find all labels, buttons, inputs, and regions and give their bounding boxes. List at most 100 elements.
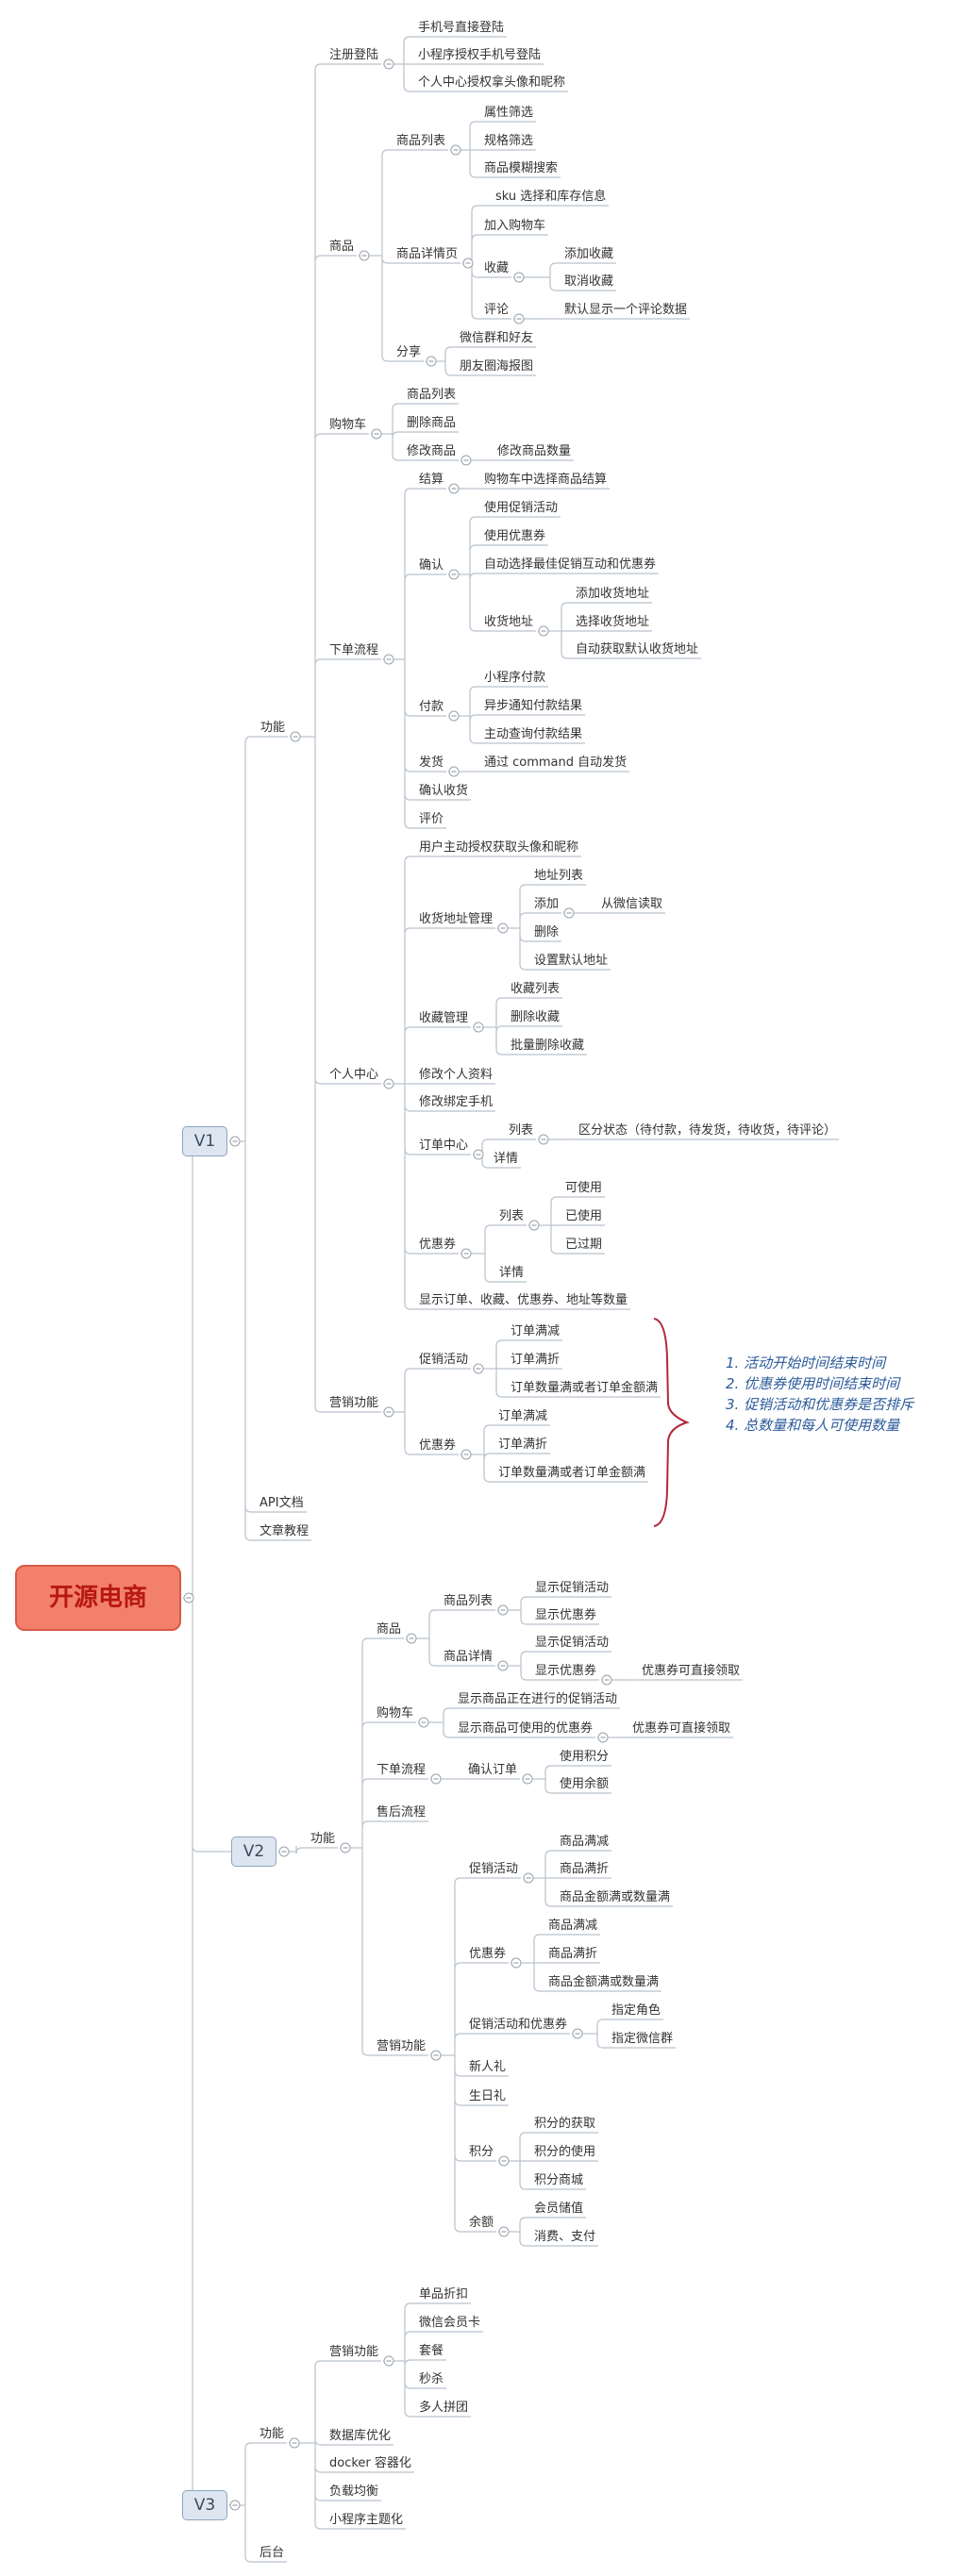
node-goods[interactable]: 商品 [329,240,355,254]
collapse-toggle-icon[interactable] [538,625,549,637]
node-v2-func[interactable]: 功能 [310,1832,336,1846]
collapse-toggle-icon[interactable] [383,654,394,665]
node-user-4[interactable]: 显示订单、收藏、优惠券、地址等数量 [419,1293,628,1307]
node-v2-promo3[interactable]: 商品金额满或数量满 [560,1890,671,1904]
node-v2-pc2[interactable]: 指定微信群 [611,2032,674,2046]
collapse-toggle-icon[interactable] [183,1592,194,1604]
node-v2-gd2[interactable]: 显示优惠券 [535,1664,597,1678]
root-node[interactable]: 开源电商 [15,1565,181,1631]
collapse-toggle-icon[interactable] [511,1957,522,1969]
node-v2-promo[interactable]: 促销活动 [469,1862,519,1876]
collapse-toggle-icon[interactable] [497,1660,509,1671]
node-addr-1[interactable]: 添加收货地址 [576,587,650,601]
node-v3-func[interactable]: 功能 [259,2427,285,2441]
node-v3-docker[interactable]: docker 容器化 [329,2456,411,2470]
node-pay-3[interactable]: 主动查询付款结果 [484,727,583,741]
node-v2-cp[interactable]: 优惠券 [469,1947,507,1961]
node-uaddr-3[interactable]: 设置默认地址 [534,954,609,968]
node-v2-gd1[interactable]: 显示促销活动 [535,1636,610,1650]
node-v1[interactable]: V1 [182,1126,227,1156]
node-v2-new[interactable]: 新人礼 [469,2060,507,2074]
node-conf-3[interactable]: 自动选择最佳促销互动和优惠券 [484,557,657,572]
node-v2-gl2[interactable]: 显示优惠券 [535,1608,597,1622]
collapse-toggle-icon[interactable] [601,1674,612,1686]
collapse-toggle-icon[interactable] [522,1773,533,1785]
node-coupon-1[interactable]: 订单满减 [498,1409,548,1423]
collapse-toggle-icon[interactable] [448,569,460,580]
node-v2-bal1[interactable]: 会员储值 [534,2202,584,2216]
node-ucoupon[interactable]: 优惠券 [419,1238,457,1252]
node-gd-fav2[interactable]: 取消收藏 [564,274,614,289]
node-v2-pts1[interactable]: 积分的获取 [534,2117,596,2131]
collapse-toggle-icon[interactable] [383,1406,394,1418]
node-gdetail[interactable]: 商品详情页 [396,247,459,261]
node-ucl-2[interactable]: 已使用 [565,1209,603,1223]
node-v1-func[interactable]: 功能 [260,721,286,735]
node-uaddr[interactable]: 收货地址管理 [419,912,494,926]
node-v2-cart1[interactable]: 显示商品正在进行的促销活动 [458,1692,618,1706]
node-addr[interactable]: 收货地址 [484,615,534,629]
node-pay-1[interactable]: 小程序付款 [484,671,546,685]
node-cart-3[interactable]: 修改商品 [407,444,457,458]
node-uaddr-1[interactable]: 地址列表 [534,869,584,883]
node-v2-promo1[interactable]: 商品满减 [560,1835,610,1849]
node-ship-1[interactable]: 通过 command 自动发货 [484,756,628,770]
collapse-toggle-icon[interactable] [371,428,382,440]
collapse-toggle-icon[interactable] [383,58,394,70]
node-v2-gl[interactable]: 商品列表 [444,1594,494,1608]
node-gd-fav[interactable]: 收藏 [484,261,510,275]
node-ucl-1[interactable]: 可使用 [565,1181,603,1195]
node-v2-cart[interactable]: 购物车 [377,1706,414,1720]
node-glist-3[interactable]: 商品模糊搜索 [484,161,559,175]
node-v2-after[interactable]: 售后流程 [377,1805,427,1820]
node-conf-1[interactable]: 使用促销活动 [484,501,559,515]
node-v3-mkt2[interactable]: 微信会员卡 [419,2316,481,2330]
node-docs[interactable]: 文章教程 [259,1524,310,1538]
collapse-toggle-icon[interactable] [513,272,525,283]
collapse-toggle-icon[interactable] [538,1134,549,1145]
node-v2-cart2a[interactable]: 优惠券可直接领取 [632,1721,731,1736]
node-promo-1[interactable]: 订单满减 [511,1324,561,1338]
node-ufav-3[interactable]: 批量删除收藏 [511,1039,585,1053]
node-v2-bal[interactable]: 余额 [469,2216,494,2230]
collapse-toggle-icon[interactable] [597,1732,609,1743]
node-v3-db[interactable]: 数据库优化 [329,2429,392,2443]
collapse-toggle-icon[interactable] [383,2355,394,2367]
node-ucoupon-list[interactable]: 列表 [499,1209,525,1223]
node-v2-mkt[interactable]: 营销功能 [377,2039,427,2053]
node-conf-2[interactable]: 使用优惠券 [484,529,546,543]
node-v3-mkt4[interactable]: 秒杀 [419,2372,444,2386]
node-coupon-2[interactable]: 订单满折 [498,1438,548,1452]
node-v3-lb[interactable]: 负载均衡 [329,2485,379,2499]
node-uorder-list[interactable]: 列表 [509,1123,534,1138]
collapse-toggle-icon[interactable] [340,1842,351,1853]
node-gd-fav1[interactable]: 添加收藏 [564,247,614,261]
node-promo[interactable]: 促销活动 [419,1353,469,1367]
node-settle-1[interactable]: 购物车中选择商品结算 [484,473,608,487]
collapse-toggle-icon[interactable] [528,1220,540,1231]
node-user-3[interactable]: 修改绑定手机 [419,1095,494,1109]
node-gd-1[interactable]: sku 选择和库存信息 [495,190,607,204]
collapse-toggle-icon[interactable] [498,2226,510,2237]
node-v3-mkt5[interactable]: 多人拼团 [419,2401,469,2415]
node-recv[interactable]: 确认收货 [419,784,469,798]
node-share-2[interactable]: 朋友圈海报图 [460,359,534,374]
collapse-toggle-icon[interactable] [430,2050,442,2061]
node-v2-oc2[interactable]: 使用余额 [560,1777,610,1791]
node-promo-2[interactable]: 订单满折 [511,1353,561,1367]
node-coupon-3[interactable]: 订单数量满或者订单金额满 [498,1466,646,1480]
node-v2-pts3[interactable]: 积分商城 [534,2173,584,2187]
node-v3-mkt1[interactable]: 单品折扣 [419,2287,469,2302]
node-v2-cp3[interactable]: 商品金额满或数量满 [548,1975,660,1989]
collapse-toggle-icon[interactable] [498,2155,510,2167]
collapse-toggle-icon[interactable] [497,922,509,934]
node-order[interactable]: 下单流程 [329,643,379,657]
collapse-toggle-icon[interactable] [448,710,460,722]
collapse-toggle-icon[interactable] [523,1872,534,1884]
collapse-toggle-icon[interactable] [450,144,461,156]
node-v2-bday[interactable]: 生日礼 [469,2089,507,2103]
node-uaddr-add[interactable]: 添加 [534,897,560,911]
node-cart[interactable]: 购物车 [329,418,367,432]
node-v3[interactable]: V3 [182,2490,227,2520]
collapse-toggle-icon[interactable] [460,455,472,466]
